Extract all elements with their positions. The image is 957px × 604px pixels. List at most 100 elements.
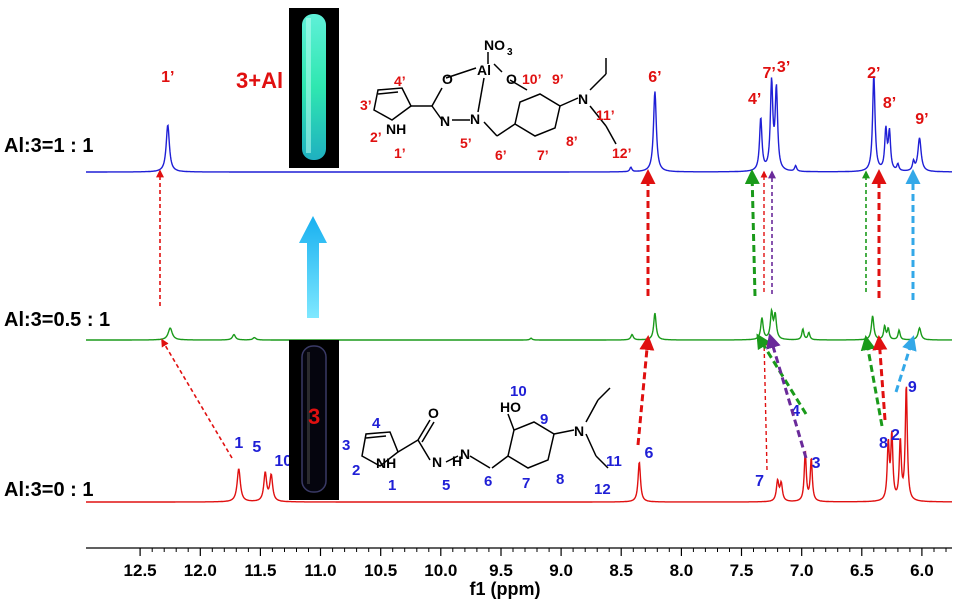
x-tick-label-9: 8.5: [609, 561, 633, 580]
arrow-red-8-green: [872, 335, 888, 421]
peak-label-s1-2: 6’: [648, 69, 661, 86]
label-5p: 5’: [460, 135, 472, 151]
arrow-lblue-9-green: [894, 335, 917, 393]
label-7p: 7’: [537, 147, 549, 163]
lig-ho: HO: [500, 399, 521, 415]
lig-3: 3: [342, 437, 350, 454]
peak-label-s3-8: 9: [908, 379, 917, 396]
x-tick-label-14: 6.0: [910, 561, 934, 580]
ligand-structure: [361, 387, 611, 469]
peak-label-s3-6: 8: [879, 435, 888, 452]
lig-2: 2: [352, 462, 360, 479]
lig-10: 10: [510, 383, 527, 400]
lig-h: H: [452, 453, 462, 469]
lig-8: 8: [556, 471, 564, 488]
x-tick-label-12: 7.0: [790, 561, 814, 580]
x-tick-label-13: 6.5: [850, 561, 874, 580]
label-al: Al: [477, 62, 491, 78]
x-tick-label-11: 7.5: [730, 561, 754, 580]
al-complex-labels: NO 3 Al O O 10’ 9’ 4’ 3’ 2’ 1’ NH N N 5’…: [360, 37, 631, 163]
arrow-green-4-green: [756, 333, 808, 415]
peak-label-s3-2: 5: [252, 439, 261, 456]
peak-label-s3-9: 4: [791, 403, 800, 420]
al-complex-structure: [373, 52, 617, 145]
lig-12: 12: [594, 481, 611, 498]
x-tick-label-3: 11.5: [244, 561, 276, 580]
cuvette-bottom: [289, 340, 339, 500]
lig-nh: NH: [376, 455, 396, 471]
label-8p: 8’: [566, 133, 578, 149]
ligand-labels: O HO 10 9 4 3 2 1 NH N N 5 6 7 8 N 11 12…: [342, 383, 622, 498]
label-n3: N: [578, 91, 588, 107]
arrow-red-1-green: [161, 338, 233, 459]
label-no-sub: 3: [507, 47, 513, 58]
x-tick-label-8: 9.0: [549, 561, 573, 580]
peak-label-s3-1: 1: [234, 435, 243, 452]
lig-n3: N: [574, 423, 584, 439]
peak-label-s3-10: 3: [812, 455, 821, 472]
lig-n1: N: [432, 454, 442, 470]
x-tick-label-4: 11.0: [304, 561, 336, 580]
lig-6: 6: [484, 473, 492, 490]
x-tick-label-7: 9.5: [489, 561, 513, 580]
label-n2: N: [470, 111, 480, 127]
bottom-tube-label: 3: [308, 404, 320, 429]
arrow-purple-3-green: [766, 333, 808, 459]
spectra-group: [86, 76, 952, 503]
label-o-left: O: [442, 71, 453, 87]
lig-n2: N: [460, 446, 470, 462]
spectrum-series-3: [86, 386, 952, 503]
label-no: NO: [484, 37, 505, 53]
x-tick-label-6: 10.0: [424, 561, 457, 580]
x-tick-label-1: 12.5: [124, 561, 157, 580]
label-3p: 3’: [360, 97, 372, 113]
lig-1: 1: [388, 477, 396, 494]
spectrum-series-2: [86, 307, 952, 341]
peak-label-s1-5: 3’: [777, 59, 790, 76]
x-tick-label-10: 8.0: [670, 561, 694, 580]
label-12p: 12’: [612, 145, 631, 161]
peak-label-s3-5: 7: [755, 473, 764, 490]
series-label-3: Al:3=0 : 1: [4, 479, 93, 501]
spectrum-series-1: [86, 76, 952, 173]
top-tube-label: 3+Al: [236, 68, 283, 93]
lig-4: 4: [372, 415, 381, 432]
label-11p: 11’: [596, 107, 615, 123]
peak-label-s1-8: 9’: [915, 111, 928, 128]
lig-7: 7: [522, 475, 530, 492]
label-4p: 4’: [394, 73, 406, 89]
x-tick-label-5: 10.5: [364, 561, 397, 580]
series-label-2: Al:3=0.5 : 1: [4, 309, 110, 331]
peak-label-s1-7: 8’: [883, 95, 896, 112]
lig-5: 5: [442, 477, 450, 494]
label-2p: 2’: [370, 129, 382, 145]
lig-o: O: [428, 405, 439, 421]
peak-label-s3-4: 6: [644, 445, 653, 462]
arrow-green-4-blue: [744, 169, 760, 297]
arrow-red-7-green: [760, 338, 768, 471]
lig-9: 9: [540, 411, 548, 428]
x-tick-label-2: 12.0: [184, 561, 217, 580]
peak-label-s1-6: 2’: [867, 65, 880, 82]
lig-11: 11: [606, 453, 622, 470]
label-6p: 6’: [495, 147, 507, 163]
label-1p: 1’: [394, 145, 406, 161]
peak-label-s1-1: 1’: [161, 69, 174, 86]
label-nh: NH: [386, 121, 406, 137]
cuvette-top: [289, 8, 339, 168]
peak-label-s3-7: 2: [891, 427, 900, 444]
x-axis-label: f1 (ppm): [470, 579, 541, 599]
label-n1: N: [440, 113, 450, 129]
peak-label-s1-4: 7’: [763, 65, 776, 82]
label-o-right: O: [506, 71, 517, 87]
arrow-green-2-green: [860, 335, 884, 427]
peak-label-s3-3: 10: [274, 453, 292, 470]
shift-arrows: [156, 169, 921, 471]
transition-arrow: [299, 216, 327, 318]
arrow-red-6-green: [636, 335, 655, 446]
peak-label-s1-3: 4’: [748, 91, 761, 108]
series-label-1: Al:3=1 : 1: [4, 135, 93, 157]
label-9p: 9’: [552, 71, 564, 87]
